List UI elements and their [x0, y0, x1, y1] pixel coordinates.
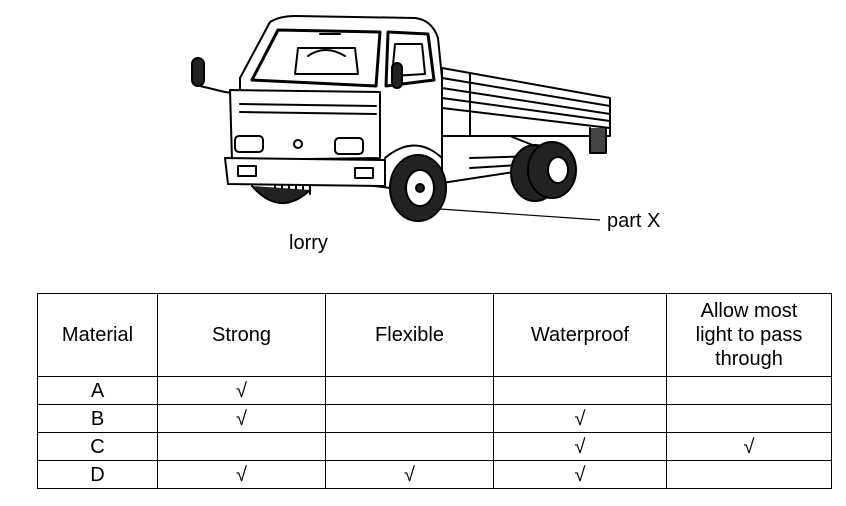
header-allow-light: Allow most light to pass through: [666, 293, 832, 377]
table-row: C √ √: [37, 432, 832, 461]
waterproof-cell: √: [493, 432, 667, 461]
light-cell: [666, 404, 832, 433]
material-cell: D: [37, 460, 158, 489]
part-x-label: part X: [607, 210, 661, 232]
table-row: A √: [37, 376, 832, 405]
waterproof-cell: √: [493, 404, 667, 433]
material-cell: A: [37, 376, 158, 405]
strong-cell: √: [157, 376, 326, 405]
materials-table: Material Strong Flexible Waterproof Allo…: [37, 293, 832, 489]
light-cell: [666, 460, 832, 489]
strong-cell: √: [157, 460, 326, 489]
light-cell: [666, 376, 832, 405]
header-waterproof: Waterproof: [493, 293, 667, 377]
header-flexible: Flexible: [325, 293, 494, 377]
lorry-illustration: [191, 15, 611, 222]
table-row: B √ √: [37, 404, 832, 433]
flexible-cell: [325, 432, 494, 461]
header-strong: Strong: [157, 293, 326, 377]
header-material: Material: [37, 293, 158, 377]
flexible-cell: √: [325, 460, 494, 489]
table-row: D √ √ √: [37, 460, 832, 489]
table-header-row: Material Strong Flexible Waterproof Allo…: [37, 293, 832, 377]
flexible-cell: [325, 376, 494, 405]
waterproof-cell: √: [493, 460, 667, 489]
waterproof-cell: [493, 376, 667, 405]
strong-cell: √: [157, 404, 326, 433]
strong-cell: [157, 432, 326, 461]
light-cell: √: [666, 432, 832, 461]
header-allow-light-text: Allow most light to pass through: [695, 300, 803, 370]
flexible-cell: [325, 404, 494, 433]
material-cell: C: [37, 432, 158, 461]
lorry-label: lorry: [289, 232, 328, 254]
material-cell: B: [37, 404, 158, 433]
